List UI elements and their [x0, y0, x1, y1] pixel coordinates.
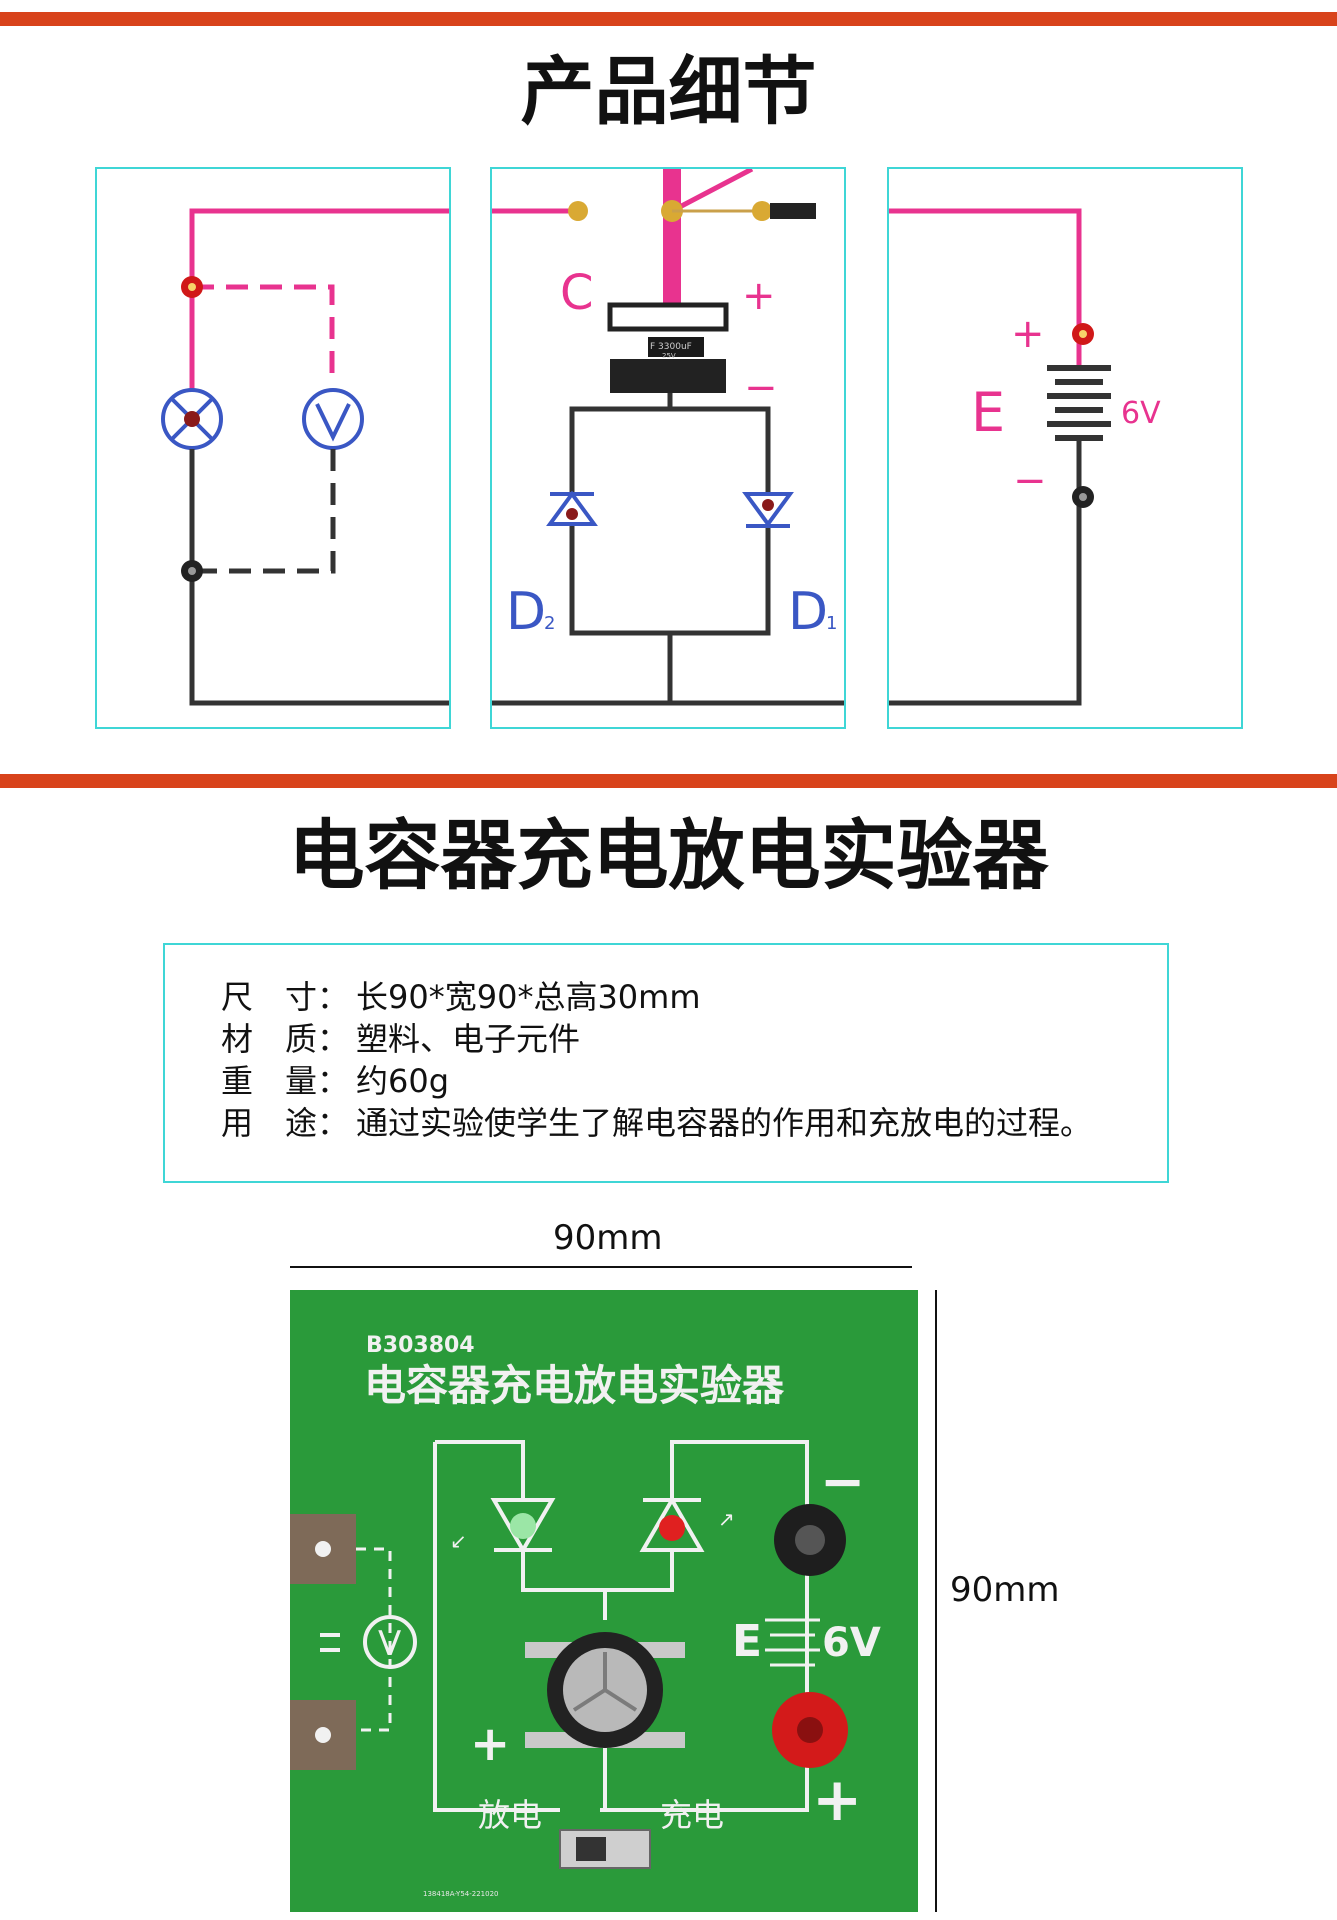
discharge-label: 放电: [478, 1796, 542, 1834]
battery-plus: +: [1011, 311, 1045, 357]
width-dimension-line: [290, 1266, 912, 1268]
diode-right-icon: [639, 1496, 705, 1552]
svg-text:↙: ↙: [450, 1529, 467, 1553]
spec-value: 塑料、电子元件: [356, 1020, 581, 1058]
battery-icon: [1047, 365, 1111, 441]
svg-text:F 3300uF: F 3300uF: [650, 342, 692, 352]
d2-label: D: [506, 582, 546, 642]
board-artwork: B303804 电容器充电放电实验器 ↙ ↗ + V −: [290, 1333, 881, 1898]
spec-row-material: 材 质：塑料、电子元件: [221, 1019, 580, 1059]
spec-key: 用 途：: [221, 1104, 350, 1142]
section-title-details: 产品细节: [520, 49, 817, 135]
spec-value: 通过实验使学生了解电容器的作用和充放电的过程。: [356, 1104, 1093, 1142]
plus-marking: +: [812, 1765, 862, 1835]
probe-lead-icon: [770, 203, 816, 219]
board-title: 电容器充电放电实验器: [364, 1361, 785, 1410]
capacitor-circuit-diagram: F 3300uF 25V C + − D 2 D 1: [492, 169, 844, 706]
voltage-marking: 6V: [822, 1620, 881, 1666]
battery-circuit-diagram: + − E 6V: [889, 208, 1161, 706]
battery-minus: −: [1013, 458, 1047, 504]
voltmeter-icon: [363, 1615, 417, 1669]
red-led-icon: [659, 1515, 685, 1541]
board-footer-code: 138418A-Y54-221020: [423, 1890, 498, 1898]
emf-marking: E: [732, 1616, 762, 1667]
brass-post-icon: [568, 201, 588, 221]
cap-plus: +: [742, 273, 776, 319]
spec-key: 尺 寸：: [221, 978, 350, 1016]
voltage-label: 6V: [1121, 396, 1161, 431]
meter-circuit-diagram: [161, 208, 449, 706]
height-dimension-label: 90mm: [950, 1570, 1060, 1610]
width-dimension-label: 90mm: [553, 1218, 663, 1258]
spec-key: 材 质：: [221, 1020, 350, 1058]
charge-label: 充电: [660, 1796, 724, 1834]
green-led-icon: [510, 1513, 536, 1539]
spec-value: 长90*宽90*总高30mm: [356, 978, 701, 1016]
mid-accent-bar: [0, 774, 1337, 788]
board-code: B303804: [366, 1333, 475, 1358]
spec-row-usage: 用 途：通过实验使学生了解电容器的作用和充放电的过程。: [221, 1103, 1092, 1143]
spec-row-size: 尺 寸：长90*宽90*总高30mm: [221, 977, 701, 1017]
svg-text:1: 1: [826, 613, 837, 634]
emf-label: E: [971, 381, 1005, 444]
detail-panel-meter: [95, 167, 451, 729]
spec-key: 重 量：: [221, 1062, 350, 1100]
minus-marking: −: [820, 1450, 865, 1513]
top-accent-bar: [0, 12, 1337, 26]
svg-text:25V: 25V: [662, 352, 676, 360]
height-dimension-line: [935, 1290, 937, 1912]
svg-text:↗: ↗: [718, 1507, 735, 1531]
cap-minus: −: [744, 365, 778, 411]
spec-row-weight: 重 量：约60g: [221, 1061, 449, 1101]
cap-label: C: [560, 265, 594, 321]
svg-text:2: 2: [544, 613, 555, 634]
product-title: 电容器充电放电实验器: [288, 811, 1049, 900]
cap-plus-marking: +: [470, 1716, 510, 1772]
diode-left-icon: [490, 1498, 556, 1554]
product-board: B303804 电容器充电放电实验器 ↙ ↗ + V −: [290, 1290, 918, 1912]
capacitor-body-icon: [648, 337, 704, 357]
detail-panel-capacitor: F 3300uF 25V C + − D 2 D 1: [490, 167, 846, 729]
voltmeter-label: V: [378, 1624, 401, 1664]
detail-panel-battery: + − E 6V: [887, 167, 1243, 729]
spec-value: 约60g: [356, 1062, 450, 1100]
d1-label: D: [788, 582, 828, 642]
spec-box: 尺 寸：长90*宽90*总高30mm 材 质：塑料、电子元件 重 量：约60g …: [163, 943, 1169, 1183]
